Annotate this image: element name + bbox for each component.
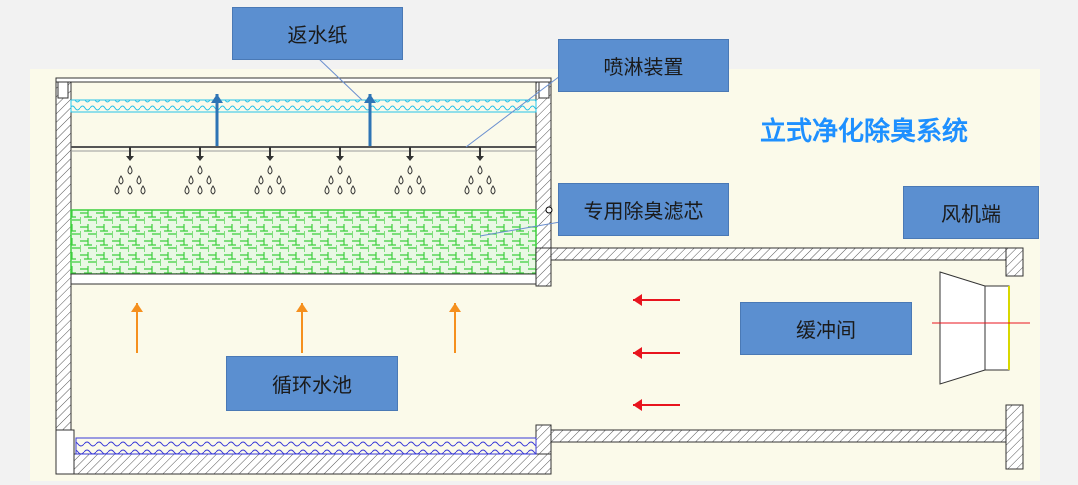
buffer-duct [535, 247, 1024, 470]
water-droplet [477, 165, 483, 175]
spray-nozzle [394, 147, 426, 195]
water-droplet [486, 175, 492, 185]
water-droplet [136, 175, 142, 185]
water-droplet [324, 185, 330, 195]
water-droplet [337, 185, 343, 195]
water-droplet [276, 175, 282, 185]
marker-dot [545, 206, 553, 214]
label-buffer-room: 缓冲间 [740, 302, 912, 355]
label-fan-end: 风机端 [903, 186, 1039, 239]
water-droplet [197, 165, 203, 175]
label-return-paper: 返水纸 [232, 7, 403, 60]
filter-support-grid [70, 273, 537, 285]
water-droplet [394, 185, 400, 195]
water-droplet [118, 175, 124, 185]
spray-nozzles [114, 147, 496, 195]
water-droplet [206, 175, 212, 185]
label-filter-core: 专用除臭滤芯 [558, 183, 729, 236]
flow-arrows [131, 94, 680, 411]
water-droplet [464, 185, 470, 195]
spray-nozzle [324, 147, 356, 195]
water-droplet [468, 175, 474, 185]
spray-nozzle [184, 147, 216, 195]
water-droplet [346, 175, 352, 185]
water-droplet [267, 165, 273, 175]
label-spray-device: 喷淋装置 [558, 39, 729, 92]
water-droplet [114, 185, 120, 195]
leader-lines [317, 57, 561, 237]
airflow-left-arrow [633, 347, 680, 359]
water-droplet [407, 185, 413, 195]
water-droplet [416, 175, 422, 185]
filter-core [70, 209, 537, 275]
water-droplet [490, 185, 496, 195]
water-droplet [197, 185, 203, 195]
water-droplet [254, 185, 260, 195]
water-pool-surface [75, 437, 537, 455]
water-droplet [420, 185, 426, 195]
airflow-left-arrow [633, 294, 680, 306]
water-droplet [337, 165, 343, 175]
airflow-left-arrow [633, 399, 680, 411]
water-droplet [407, 165, 413, 175]
return-paper-layer [70, 99, 537, 113]
water-droplet [140, 185, 146, 195]
airflow-up-arrow [296, 303, 308, 353]
water-droplet [280, 185, 286, 195]
water-droplet [127, 165, 133, 175]
water-droplet [258, 175, 264, 185]
spray-nozzle [464, 147, 496, 195]
up-arrow [364, 94, 376, 146]
spray-nozzle [114, 147, 146, 195]
water-droplet [350, 185, 356, 195]
water-droplet [184, 185, 190, 195]
diagram-title: 立式净化除臭系统 [760, 117, 969, 147]
water-droplet [210, 185, 216, 195]
water-droplet [477, 185, 483, 195]
water-droplet [398, 175, 404, 185]
up-arrow [211, 94, 223, 146]
water-droplet [127, 185, 133, 195]
water-droplet [328, 175, 334, 185]
water-droplet [188, 175, 194, 185]
airflow-up-arrow [131, 303, 143, 353]
spray-nozzle [254, 147, 286, 195]
water-droplet [267, 185, 273, 195]
label-water-pool: 循环水池 [226, 356, 398, 411]
fan-unit [932, 271, 1030, 385]
airflow-up-arrow [449, 303, 461, 353]
